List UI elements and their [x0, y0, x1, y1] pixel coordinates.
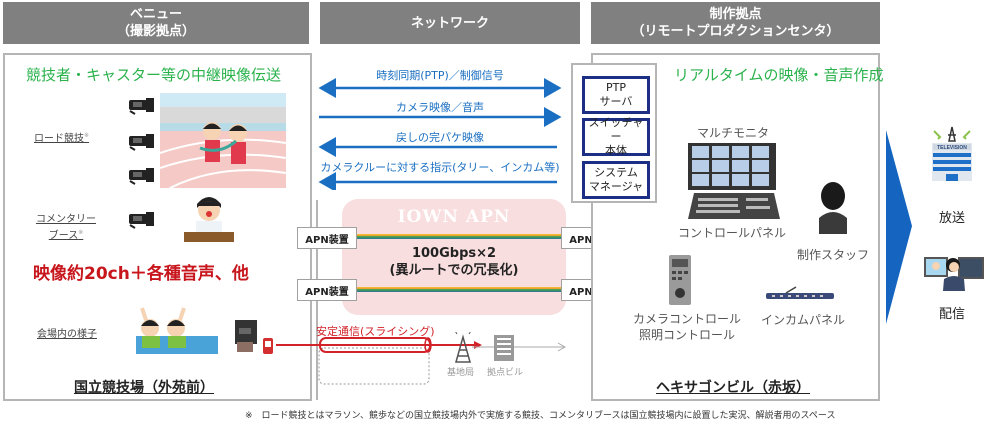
ptp-server-line1: PTP	[606, 81, 626, 94]
commentary-note-mark: ※	[78, 229, 84, 236]
network-header-title: ネットワーク	[410, 15, 489, 31]
tv-sign-text: TELEVISION	[937, 145, 967, 151]
camera-control-text: カメラコントロール	[633, 312, 742, 326]
production-header: 制作拠点 （リモートプロダクションセンタ）	[591, 2, 880, 44]
production-header-title: 制作拠点	[709, 7, 762, 22]
venue-header-title: ベニュー	[129, 7, 182, 22]
venue-crowd-label: 会場内の様子	[37, 329, 97, 340]
switcher-line2: 本体	[605, 144, 627, 157]
tv-station-icon: TELEVISION	[932, 126, 972, 181]
arrow-label-return-video: 戻しの完パケ映像	[396, 131, 484, 144]
venue-header: ベニュー （撮影拠点）	[3, 2, 309, 44]
commentary-label-line1: コメンタリー	[36, 214, 96, 225]
video-camera-icon	[129, 98, 154, 115]
camera-control-unit-icon	[669, 255, 691, 305]
ptp-server-line2: サーバ	[599, 95, 633, 108]
venue-heading: 競技者・キャスター等の中継映像伝送	[26, 66, 282, 84]
output-arrow-icon	[886, 130, 912, 324]
hub-building-label: 拠点ビル	[487, 368, 524, 378]
venue-header-subtitle: （撮影拠点）	[116, 24, 195, 39]
handheld-camera-icon	[235, 320, 273, 354]
camera-control-label: カメラコントロール 照明コントロール	[633, 311, 741, 343]
switcher-box: スイッチャー 本体	[582, 116, 650, 157]
slicing-arrowhead	[474, 341, 482, 349]
system-manager-line1: システム	[594, 166, 638, 179]
production-staff-icon	[819, 182, 847, 234]
crowd-illustration	[136, 307, 218, 354]
slicing-tube	[319, 337, 431, 353]
road-race-text: ロード競技	[34, 133, 84, 145]
road-cameras	[129, 98, 154, 185]
arrow-label-crew-instruction: カメラクルーに対する指示(タリー、インカム等)	[320, 161, 560, 174]
footnote: ※ ロード競技とはマラソン、競歩などの国立競技場内外で実施する競技、コメンタリブ…	[245, 411, 836, 421]
video-camera-icon	[129, 168, 154, 185]
control-desk-illustration	[688, 143, 780, 219]
apn-device-venue-1: APN装置	[297, 227, 357, 249]
system-manager-box: システム マネージャ	[582, 161, 650, 199]
video-summary: 映像約20ch＋各種音声、他	[33, 264, 249, 284]
streaming-label: 配信	[939, 307, 966, 322]
bandwidth-value: 100Gbps×2	[411, 246, 497, 261]
system-manager-line2: マネージャ	[588, 180, 644, 193]
production-location: ヘキサゴンビル（赤坂）	[656, 380, 810, 396]
iown-apn-title: IOWN APN	[397, 207, 511, 227]
redundancy-note: (異ルートでの冗長化)	[389, 263, 519, 278]
iown-apn-area	[342, 199, 566, 315]
switcher-line1: スイッチャー	[588, 116, 644, 143]
network-arrows	[318, 78, 562, 190]
base-station-label: 基地局	[447, 368, 475, 378]
slicing-dashed-outline	[318, 347, 430, 385]
production-header-subtitle: （リモートプロダクションセンタ）	[631, 24, 840, 39]
runners-illustration	[160, 93, 286, 188]
base-station-icon	[455, 332, 471, 363]
bandwidth-label: 100Gbps×2 (異ルートでの冗長化)	[342, 245, 566, 279]
commentator-illustration	[184, 197, 234, 242]
commentary-label-line2: ブース	[48, 230, 79, 242]
intercom-panel-icon	[766, 286, 834, 299]
venue-location: 国立競技場（外苑前）	[74, 380, 214, 396]
production-heading: リアルタイムの映像・音声作成	[674, 66, 884, 84]
video-camera-icon	[129, 134, 154, 151]
broadcast-label: 放送	[939, 211, 966, 226]
arrow-label-camera-video: カメラ映像／音声	[396, 101, 484, 114]
fiber-line-2	[355, 287, 563, 292]
multi-monitor-label: マルチモニタ	[697, 126, 770, 140]
network-header: ネットワーク	[320, 2, 580, 44]
streaming-icon	[924, 257, 984, 291]
control-panel-label: コントロールパネル	[678, 226, 787, 240]
arrow-label-ptp: 時刻同期(PTP)／制御信号	[376, 69, 504, 82]
intercom-panel-label: インカムパネル	[761, 313, 846, 327]
lighting-control-text: 照明コントロール	[639, 328, 736, 342]
slicing-path	[276, 332, 567, 385]
ptp-server-box: PTP サーバ	[582, 76, 650, 114]
commentary-booth-label: コメンタリー ブース※	[36, 213, 96, 242]
video-camera-icon	[129, 212, 154, 229]
road-race-note-mark: ※	[84, 132, 90, 139]
hub-building-icon	[494, 335, 514, 361]
road-race-label: ロード競技※	[34, 129, 89, 145]
fiber-line-1	[355, 234, 563, 239]
apn-device-venue-2: APN装置	[297, 279, 357, 301]
slicing-label: 安定通信(スライシング)	[316, 325, 435, 338]
production-staff-label: 制作スタッフ	[797, 248, 870, 262]
